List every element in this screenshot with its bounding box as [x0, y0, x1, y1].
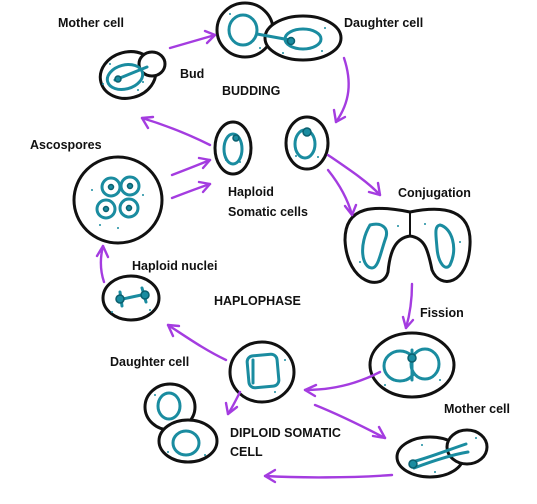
label-daughter-cell-top: Daughter cell — [344, 16, 423, 30]
label-haploid-nuclei: Haploid nuclei — [132, 259, 217, 273]
cycle-arrows — [95, 29, 415, 484]
arrow-diploid-to-daughter-head — [224, 401, 239, 416]
label-diploid-line1: DIPLOID SOMATIC — [230, 426, 341, 440]
arrow-fission-to-diploid-head — [303, 383, 318, 398]
arrow-conjugation-to-fission — [404, 282, 414, 330]
label-haploid-somatic-line2: Somatic cells — [228, 205, 308, 219]
ascus-with-ascospores — [72, 155, 164, 245]
arrow-ascus-to-haploid-a-head — [197, 156, 212, 170]
arrow-conjugation-to-fission-head — [401, 315, 415, 330]
label-diploid-line2: CELL — [230, 445, 263, 459]
arrow-haploid-down-to-conjugation-head — [343, 203, 358, 217]
arrow-daughter-down — [334, 56, 350, 124]
arrow-mother-to-daughter-head — [203, 29, 217, 45]
haploid-nuclei-cell — [101, 274, 161, 322]
label-haploid-somatic-line1: Haploid — [228, 185, 274, 199]
fission-cell — [368, 331, 456, 399]
label-budding: BUDDING — [222, 84, 280, 98]
arrow-ascus-to-haploid-b-head — [197, 180, 212, 194]
haploid-somatic-cell-left — [213, 120, 253, 176]
label-haplophase: HAPLOPHASE — [214, 294, 301, 308]
label-bud: Bud — [180, 67, 204, 81]
diploid-budding-mother-cell — [395, 428, 489, 479]
arrow-fission-to-diploid — [303, 370, 382, 392]
arrow-nuclei-to-ascus — [99, 244, 106, 284]
label-mother-cell-bottom: Mother cell — [444, 402, 510, 416]
arrow-haploid-to-conjugation — [326, 153, 382, 197]
diploid-daughter-pair — [143, 382, 219, 464]
arrow-to-ascospores-head — [140, 115, 155, 130]
label-conjugation: Conjugation — [398, 186, 471, 200]
arrow-mother-to-daughter — [168, 33, 217, 50]
label-mother-cell-top: Mother cell — [58, 16, 124, 30]
arrow-mother-to-left — [263, 473, 394, 479]
arrow-to-ascospores — [140, 116, 212, 147]
arrow-diploid-to-haploid-nuclei — [166, 323, 228, 362]
arrow-diploid-to-mother — [313, 403, 387, 440]
arrow-diploid-to-mother-head — [371, 425, 387, 440]
budding-daughter-pair — [215, 1, 343, 62]
arrow-diploid-to-haploid-nuclei-head — [166, 323, 181, 338]
haploid-somatic-cell-right — [284, 115, 330, 171]
arrow-daughter-down-head — [332, 108, 347, 124]
diploid-somatic-cell — [228, 340, 296, 404]
arrow-ascus-to-haploid-a — [170, 158, 212, 177]
arrow-mother-to-left-head — [263, 468, 277, 484]
arrow-haploid-down-to-conjugation — [326, 168, 354, 217]
budding-mother-cell — [98, 50, 167, 100]
conjugating-cells — [343, 206, 472, 284]
arrow-ascus-to-haploid-b — [170, 182, 212, 200]
label-daughter-cell-bottom: Daughter cell — [110, 355, 189, 369]
label-fission: Fission — [420, 306, 464, 320]
arrow-haploid-to-conjugation-head — [367, 181, 382, 197]
label-ascospores: Ascospores — [30, 138, 102, 152]
arrow-nuclei-to-ascus-head — [95, 244, 110, 259]
